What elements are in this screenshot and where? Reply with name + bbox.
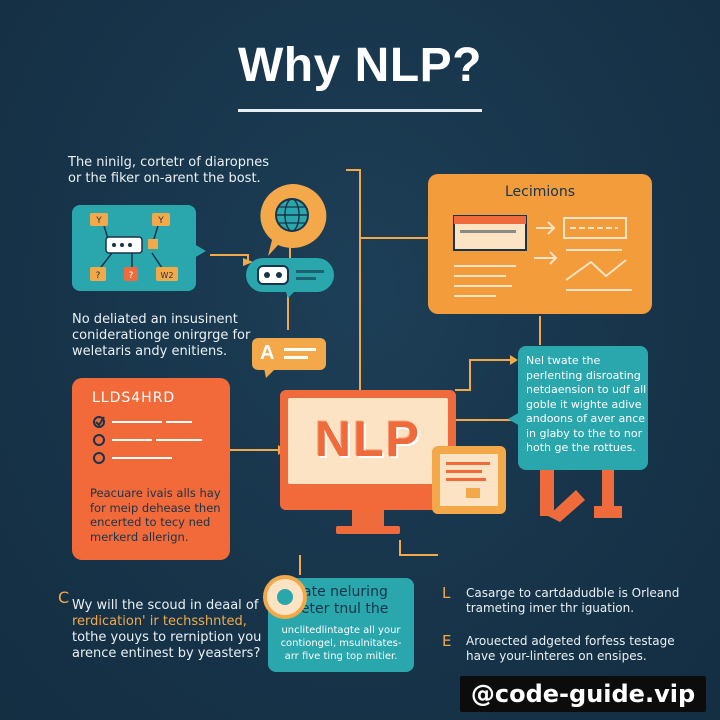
- text-line: Sate neluring: [294, 584, 388, 600]
- text-line: seter tnul the: [293, 601, 389, 617]
- title-underline: [238, 109, 482, 112]
- globe-icon: [260, 183, 327, 256]
- text-line: andoons of aver ance: [526, 412, 646, 425]
- text-line: contiongel, msulnitates-: [280, 638, 402, 649]
- red-card-title: LLDS4HRD: [92, 390, 176, 406]
- connector-line: [455, 359, 515, 391]
- nlp-label: NLP: [315, 411, 421, 467]
- bottom-center-heading: Sate neluring seter tnul the: [268, 584, 414, 618]
- text-line: for meip dehease then: [90, 500, 221, 515]
- text-line: No deliated an insusinent: [72, 312, 238, 327]
- text-line: in glaby to the to nor: [526, 426, 643, 440]
- monitor-base: [336, 526, 400, 534]
- monitor-stand: [352, 510, 384, 526]
- text-line: Peacuare ivais alls hay: [90, 486, 221, 500]
- text-line: Wy will the scoud in deaal of: [72, 598, 259, 613]
- bottom-left-marker: C: [58, 588, 70, 607]
- bottom-right-marker: E: [442, 632, 452, 650]
- text-line: netdaension to udf all: [526, 383, 647, 396]
- speech-tail-icon: [508, 412, 520, 426]
- bubble-label: W2: [161, 271, 174, 280]
- chat-bubble-icon: A: [252, 338, 326, 370]
- bottom-left-text: Wy will the scoud in deaal of rerdicatio…: [72, 598, 261, 662]
- bubble-label: ?: [129, 271, 134, 281]
- watermark-label: @code-guide.vip: [460, 676, 706, 712]
- text-line: goble it wighte adive: [526, 397, 642, 411]
- text-line: rerdication' ir techsshnted,: [72, 614, 247, 629]
- text-line: Arouected adgeted forfess testage: [466, 634, 675, 648]
- document-icon: [432, 446, 506, 514]
- teal-card-right: Nel twate the perlenting disroating netd…: [518, 346, 648, 470]
- bottom-center-body: unclitedlintagte all your contiongel, ms…: [268, 624, 414, 663]
- text-line: Casarge to cartdadudble is Orleand: [466, 586, 680, 600]
- text-line: perlenting disroating: [526, 368, 641, 382]
- red-card: LLDS4HRD Peacuare ivais alls hay for mei…: [72, 378, 230, 560]
- document-icon: [453, 215, 632, 297]
- text-line: arr five ting top mitier.: [284, 651, 398, 662]
- page-title: Why NLP?: [238, 39, 482, 92]
- bottom-right-marker: L: [442, 584, 451, 602]
- monitor-icon: NLP: [280, 390, 456, 510]
- connector-line: [399, 540, 438, 556]
- text-line: or the fiker on-arent the bost.: [68, 171, 261, 186]
- red-card-body: Peacuare ivais alls hay for meip dehease…: [90, 486, 221, 544]
- mid-left-text: No deliated an insusinent coniderationge…: [72, 312, 250, 360]
- letter-a: A: [260, 342, 275, 364]
- bubble-label: Y: [157, 216, 164, 226]
- top-left-text: The ninilg, cortetr of diaropnes or the …: [68, 155, 269, 187]
- text-line: hoth ge the rottues.: [526, 441, 636, 454]
- connector-line: [346, 169, 428, 239]
- text-line: trameting imer thr iguation.: [466, 601, 635, 615]
- connector-line: [210, 254, 249, 262]
- text-line: coniderationge onirgrge for: [72, 328, 251, 343]
- text-line: The ninilg, cortetr of diaropnes: [68, 155, 270, 170]
- orange-card-title: Lecimions: [504, 184, 575, 200]
- checklist-icon: [93, 416, 202, 464]
- arrow-icon: [243, 258, 253, 266]
- text-line: unclitedlintagte all your: [281, 625, 401, 636]
- bottom-right-text-2: Arouected adgeted forfess testage have y…: [466, 634, 675, 664]
- text-line: have your-linteres on ensipes.: [466, 649, 647, 663]
- text-line: encerted to tecy ned: [90, 515, 211, 529]
- flowchart-icon: Y Y ? ? W2: [90, 213, 178, 281]
- text-line: Nel twate the: [526, 354, 601, 367]
- bubble-label: Y: [95, 216, 102, 226]
- robot-icon: [246, 258, 334, 298]
- text-line: merkerd allerign.: [90, 529, 189, 544]
- bottom-right-text-1: Casarge to cartdadudble is Orleand trame…: [466, 586, 679, 616]
- arrow-icon: [510, 355, 518, 365]
- teal-card-right-body: Nel twate the perlenting disroating netd…: [526, 354, 646, 456]
- text-line: weletaris andy enitiens.: [72, 344, 228, 359]
- target-icon: [263, 575, 307, 619]
- teal-card-left: Y Y ? ? W2: [72, 205, 196, 291]
- orange-card: Lecimions: [428, 174, 652, 314]
- text-line: arence entinest by yeasters?: [72, 646, 261, 661]
- text-line: tothe youys to rerniption you: [72, 630, 262, 645]
- bubble-label: ?: [96, 271, 101, 281]
- speech-tail-icon: [264, 368, 276, 378]
- monitor-screen: NLP: [288, 398, 448, 484]
- speech-tail-icon: [194, 244, 206, 258]
